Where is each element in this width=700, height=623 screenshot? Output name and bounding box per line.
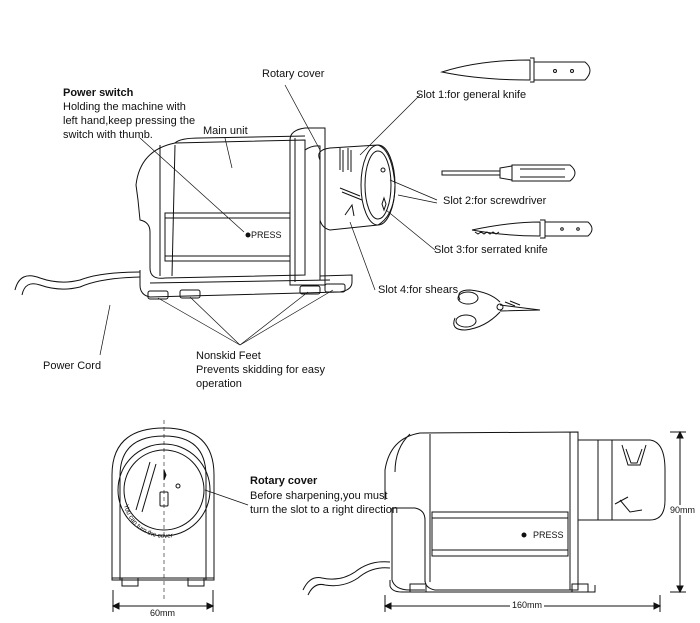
press-switch-label-bottom: PRESS (533, 530, 564, 540)
shears-drawing (453, 289, 541, 331)
slot1-label: Slot 1:for general knife (416, 89, 527, 101)
nonskid-feet-desc-line1: Prevents skidding for easy (196, 364, 326, 376)
general-knife-drawing (440, 57, 591, 83)
height-dimension: 90mm (670, 505, 696, 515)
power-switch-title: Power switch (63, 87, 134, 99)
slot3-label: Slot 3:for serrated knife (434, 244, 548, 256)
press-switch-label-top: PRESS (251, 230, 282, 240)
rotary-cover-title-2: Rotary cover (250, 475, 318, 487)
nonskid-feet-title: Nonskid Feet (196, 350, 261, 362)
power-switch-desc-line1: Holding the machine with (63, 101, 186, 113)
rotary-cover-desc-line2: turn the slot to a right direction (250, 504, 398, 516)
slot4-label: Slot 4:for shears (378, 284, 459, 296)
serrated-knife-drawing (471, 219, 593, 239)
front-view-drawing (111, 420, 215, 612)
main-unit-drawing (14, 127, 396, 300)
side-width-dimension: 160mm (510, 600, 545, 610)
leader-lines-top (99, 84, 438, 356)
rotary-cover-desc-line1: Before sharpening,you must (250, 490, 388, 502)
rotary-cover-label: Rotary cover (262, 68, 325, 80)
power-cord-label: Power Cord (43, 360, 102, 372)
slot2-label: Slot 2:for screwdriver (443, 195, 547, 207)
curved-instruction-text: You can turn the cover (122, 504, 174, 540)
side-view-drawing (302, 430, 686, 612)
power-switch-desc-line3: switch with thumb. (63, 129, 153, 141)
nonskid-feet-desc-line2: operation (196, 378, 242, 390)
screwdriver-drawing (441, 164, 576, 182)
power-switch-desc-line2: left hand,keep pressing the (63, 115, 196, 127)
main-unit-label: Main unit (203, 125, 248, 137)
front-width-dimension: 60mm (150, 608, 176, 618)
